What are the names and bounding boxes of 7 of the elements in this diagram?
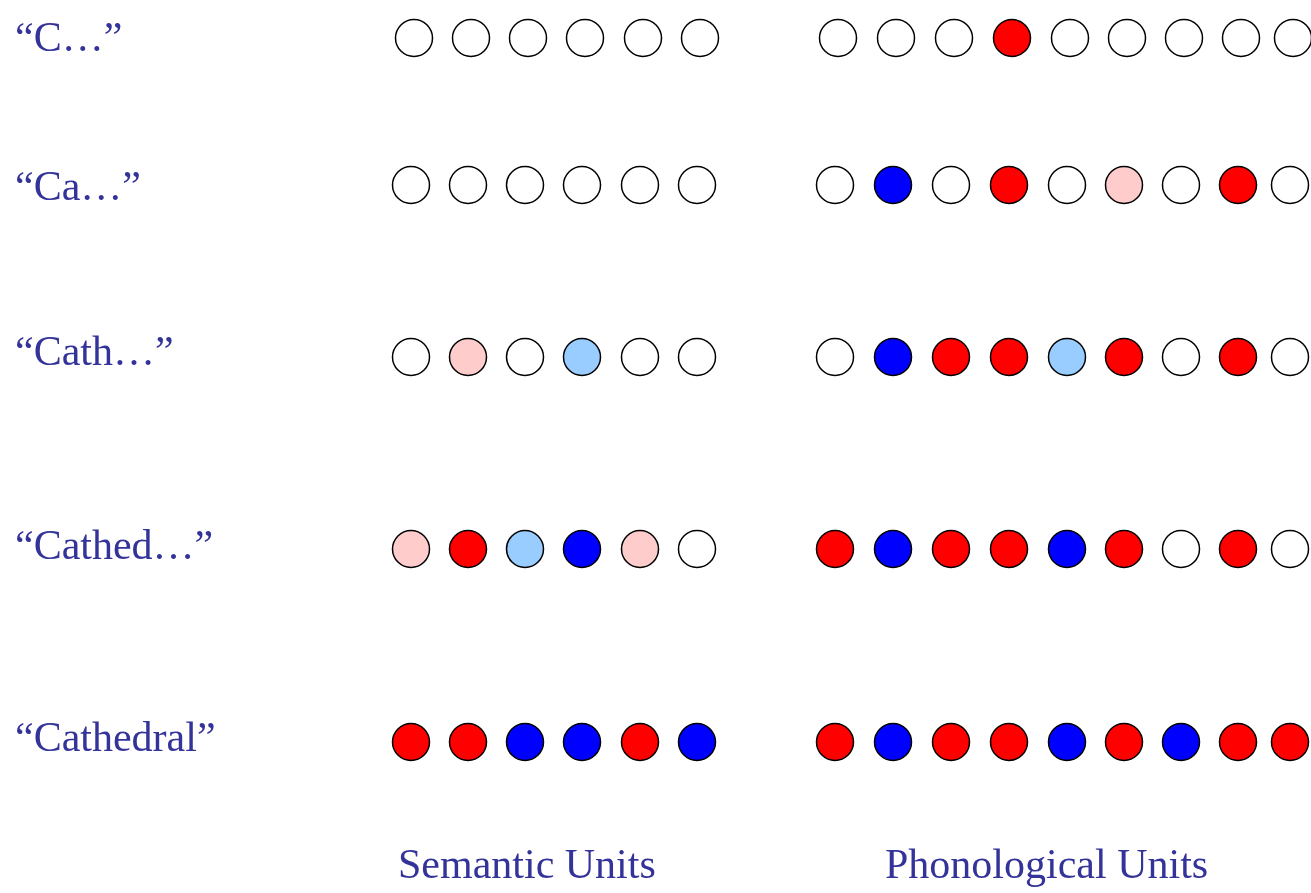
word-prefix-label: “Ca…” xyxy=(15,165,141,207)
word-prefix-label: “Cathedral” xyxy=(15,716,216,758)
column-title: Phonological Units xyxy=(885,843,1209,885)
word-prefix-label: “C…” xyxy=(15,16,123,58)
word-prefix-label: “Cath…” xyxy=(15,330,174,372)
column-title: Semantic Units xyxy=(398,843,656,885)
word-prefix-label: “Cathed…” xyxy=(15,524,214,566)
